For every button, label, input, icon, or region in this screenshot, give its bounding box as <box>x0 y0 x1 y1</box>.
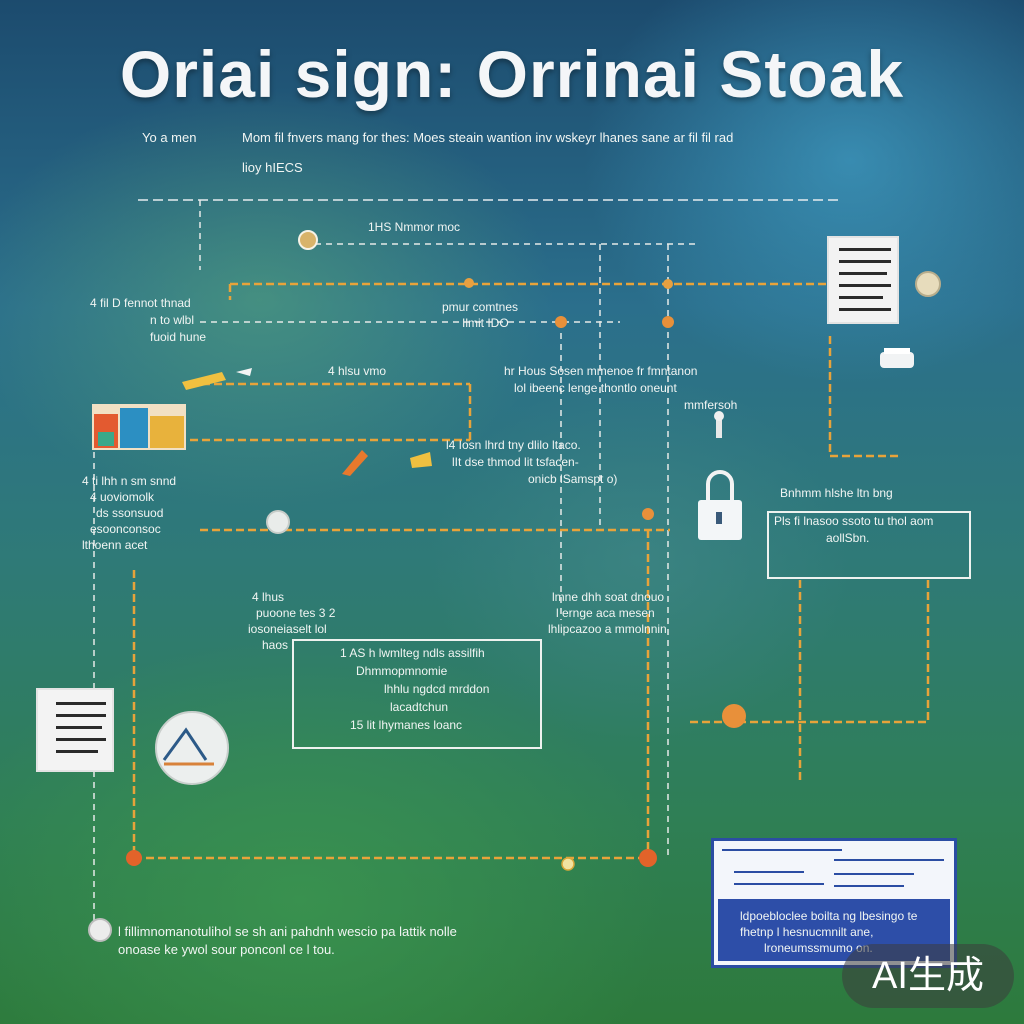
center-box-text-5: 15 lit lhymanes loanc <box>350 718 463 732</box>
node-dot <box>663 279 673 289</box>
pencil-icon <box>342 450 432 476</box>
intro-sub: lioy hIECS <box>242 160 303 175</box>
center-box-text-4: lacadtchun <box>390 700 449 714</box>
bottom-text-2: onoase ke ywol sour ponconl ce l tou. <box>118 942 335 957</box>
bottom-text-1: l fillimnomanotulihol se sh ani pahdnh w… <box>118 924 457 939</box>
label-mid-left-2: puoone tes 3 2 <box>256 606 336 620</box>
right-text-box <box>767 511 971 579</box>
pin-icon <box>714 411 724 438</box>
label-left-lower-4: esoonconsoc <box>90 522 161 536</box>
center-text-box <box>292 639 542 749</box>
node-dot <box>298 230 318 250</box>
node-dot <box>88 918 112 942</box>
label-center-mid-2: lIt dse thmod lit tsfacen- <box>452 455 579 469</box>
ai-generated-watermark: AI生成 <box>842 944 1014 1008</box>
right-box-text-2: aollSbn. <box>826 531 870 545</box>
node-dot <box>464 278 474 288</box>
center-box-text-2: Dhmmopmnomie <box>356 664 448 678</box>
list-card <box>36 688 114 772</box>
node-dot <box>126 850 142 866</box>
node-dot <box>639 849 657 867</box>
intro-text: Mom fil fnvers mang for thes: Moes steai… <box>242 130 734 145</box>
label-left-lower-3: ds ssonsuod <box>96 506 164 520</box>
label-center-block-2: Ilmit IDO <box>462 316 509 330</box>
label-right-block-1: hr Hous Sosen mmenoe fr fmntanon <box>504 364 698 378</box>
node-dot <box>561 857 575 871</box>
cup-icon <box>880 348 914 368</box>
label-right-block-3: mmfersoh <box>684 398 738 412</box>
label-left-lower-5: lthoenn acet <box>82 538 148 552</box>
blue-box-text-2: fhetnp l hesnucmnilt ane, <box>740 925 874 939</box>
label-center-mid-3: onicb lSamspt o) <box>528 472 618 486</box>
right-box-title: Bnhmm hlshe ltn bng <box>780 486 893 500</box>
label-top-center: 1HS Nmmor moc <box>368 220 461 234</box>
label-left-block-1: 4 fil D fennot thnad <box>90 296 191 310</box>
lock-icon <box>698 470 742 540</box>
page-title: Oriai sign: Orrinai Stoak <box>119 37 905 111</box>
label-right-block-2: lol ibeenc lenge thontlo oneunt <box>514 381 677 395</box>
pencil-icon <box>182 368 252 390</box>
gauge-icon <box>155 711 229 785</box>
right-box-text-1: Pls fi lnasoo ssoto tu thol aom <box>774 514 934 528</box>
label-mid-right-3: lhlipcazoo a mmolnnin <box>548 622 667 636</box>
node-dot <box>642 508 654 520</box>
center-box-text-3: lhhlu ngdcd mrddon <box>384 682 490 696</box>
intro-label: Yo a men <box>142 130 197 145</box>
node-dot <box>555 316 567 328</box>
node-dot <box>722 704 746 728</box>
label-left-block-3: fuoid hune <box>150 330 207 344</box>
label-mid-left-3: iosoneiaselt lol <box>248 622 327 636</box>
label-mid-left-1: 4 lhus <box>252 590 285 604</box>
label-center-mid-1: l4 Iosn lhrd tny dlilo ltaco. <box>446 438 581 452</box>
label-left-block-2: n to wlbl <box>150 313 195 327</box>
label-center-block-1: pmur comtnes <box>442 300 519 314</box>
bar-chart-icon <box>92 404 186 450</box>
node-dot <box>266 510 290 534</box>
label-left-mid: 4 hlsu vmo <box>328 364 387 378</box>
label-mid-left-4: haos <box>262 638 289 652</box>
document-card <box>827 236 899 324</box>
label-mid-right-1: lmne dhh soat dnouo <box>552 590 665 604</box>
blue-box-text-1: ldpoebloclee boilta ng lbesingo te <box>740 909 918 923</box>
center-box-text-1: 1 AS h lwmlteg ndls assilfih <box>340 646 485 660</box>
label-left-lower-2: 4 uoviomolk <box>90 490 155 504</box>
node-dot <box>662 316 674 328</box>
node-dot <box>915 271 941 297</box>
label-left-lower-1: 4 ti lhh n sm snnd <box>82 474 177 488</box>
blue-box-text-3: lroneumssmumo on. <box>764 941 873 955</box>
label-mid-right-2: l ernge aca mesen <box>556 606 655 620</box>
